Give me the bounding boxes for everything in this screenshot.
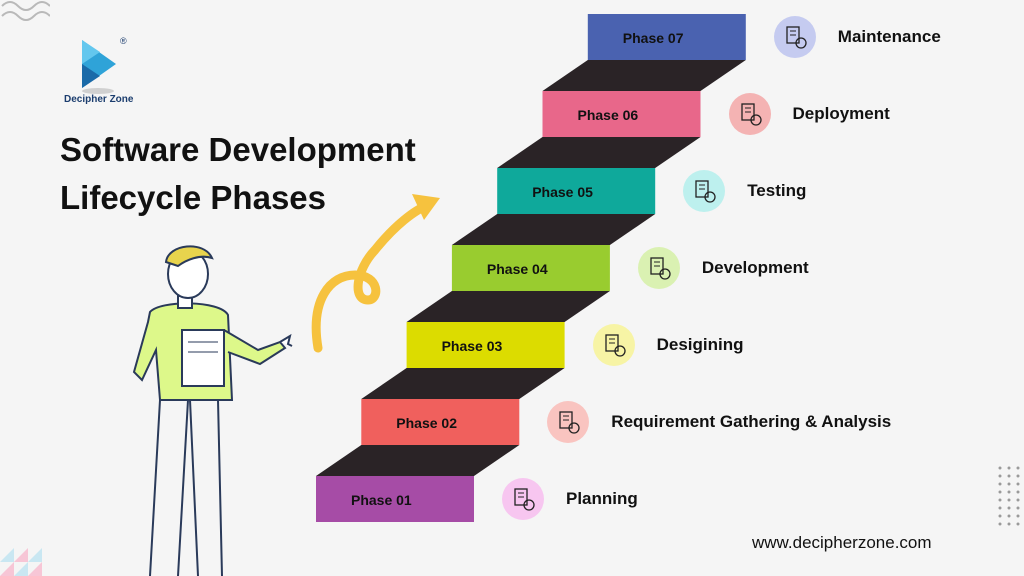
phase-label-2: Phase 02 (396, 415, 458, 431)
maintenance-icon (773, 16, 816, 58)
stair-connector (406, 291, 610, 322)
page-title: Software Development Lifecycle Phases (60, 126, 416, 222)
phase-name-7: Maintenance (837, 27, 941, 46)
phase-label-6: Phase 06 (577, 107, 639, 123)
phase-name-2: Requirement Gathering & Analysis (611, 412, 892, 431)
phase-label-5: Phase 05 (532, 184, 593, 200)
phase-name-3: Desigining (656, 335, 744, 354)
development-icon (637, 247, 680, 289)
stair-connector (542, 60, 746, 91)
stair-connector (497, 137, 701, 168)
phase-step-5 (497, 168, 656, 214)
dot-grid-decoration (998, 466, 1020, 526)
phase-step-3 (406, 322, 565, 368)
phase-step-7 (587, 14, 746, 60)
phase-label-3: Phase 03 (441, 338, 503, 354)
registered-mark: ® (120, 36, 127, 46)
stair-connector (451, 214, 656, 245)
title-line-2: Lifecycle Phases (60, 179, 326, 216)
phase-name-5: Testing (747, 181, 807, 200)
website-url[interactable]: www.decipherzone.com (752, 533, 932, 552)
title-line-1: Software Development (60, 131, 416, 168)
person-illustration (132, 245, 293, 576)
phase-label-7: Phase 07 (622, 30, 684, 46)
phase-label-4: Phase 04 (486, 261, 548, 277)
phase-step-4 (451, 245, 610, 291)
brand-name: Decipher Zone (64, 94, 134, 105)
phase-name-1: Planning (566, 489, 638, 508)
stair-connector (361, 368, 565, 399)
curved-arrow (311, 194, 440, 353)
design-icon (592, 324, 635, 366)
stair-connector (316, 445, 520, 476)
phase-step-1 (316, 476, 474, 522)
squiggle-decoration (1, 1, 50, 21)
deployment-icon (728, 93, 771, 135)
phase-name-6: Deployment (792, 104, 890, 123)
logo-mark (82, 40, 116, 94)
phase-step-6 (542, 91, 701, 137)
phase-name-4: Development (701, 258, 809, 277)
phase-label-1: Phase 01 (351, 492, 412, 508)
triangle-decoration (0, 548, 42, 576)
brand-logo: ® Decipher Zone (60, 36, 140, 108)
phase-step-2 (361, 399, 520, 445)
planning-icon (502, 478, 544, 520)
requirements-icon (547, 401, 590, 443)
testing-icon (683, 170, 726, 212)
